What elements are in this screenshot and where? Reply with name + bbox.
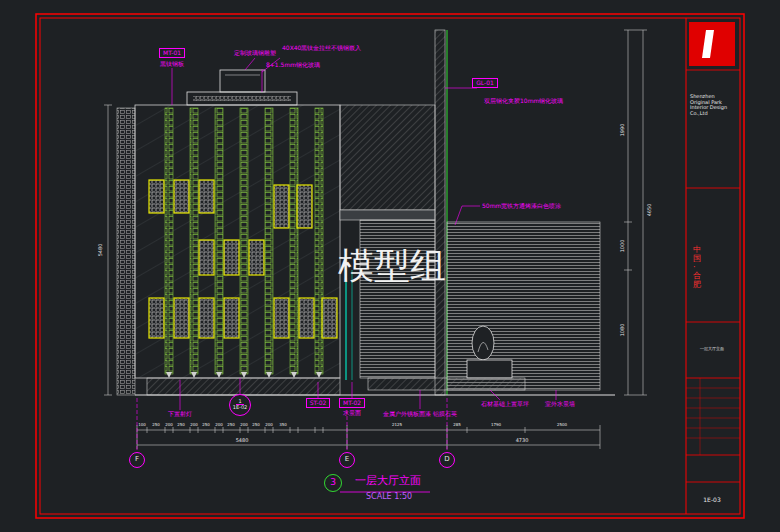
grid-bubble: E [339,452,355,468]
dimension: 250 [152,423,160,427]
dimension: 100 [138,423,146,427]
node-text: 3 [330,478,336,488]
scale-note: SCALE 1:50 [366,493,412,502]
material-tag: MT-01 [159,48,185,59]
material-note: 8+1.5mm钢化玻璃 [266,62,320,69]
dimension: 1080 [620,324,626,337]
dimension: 4730 [516,438,529,444]
material-note: 50mm宽铁方通烤漆白色喷涂 [482,203,561,210]
material-note: 下置射灯 [168,411,192,418]
dimension: 350 [279,423,287,427]
dimension: 200 [190,423,198,427]
sheet-number: 1E-03 [703,497,720,504]
node-text: D [444,456,449,464]
material-note: 石材基础上置草坪 [481,401,529,408]
material-note: 金属户外锈板面漆 铝膜石英 [383,411,457,418]
dimension: 250 [227,423,235,427]
project-location: 中国·合肥 [693,246,701,290]
material-note: 双层钢化夹胶10mm钢化玻璃 [484,98,563,105]
node-text: GL-01 [476,80,494,87]
sheet-title: 一层大厅立面 [700,347,724,351]
dimension: 1990 [620,124,626,137]
dimension: 250 [177,423,185,427]
dimension: 200 [215,423,223,427]
material-note: 40X40黑钛金拉丝不锈钢嵌入 [282,45,361,52]
dimension: 4650 [647,204,653,217]
dimension: 1790 [491,423,501,427]
dimension: 200 [265,423,273,427]
grid-bubble: D [439,452,455,468]
watermark: 模型组 [338,246,446,286]
dimension: 250 [252,423,260,427]
material-note: 水景面 [343,410,361,417]
dimension: 1000 [620,240,626,253]
dimension: 285 [453,423,461,427]
material-note: 室外水景墙 [545,401,575,408]
dimension: 5480 [98,244,104,257]
grid-bubble: F [129,452,145,468]
node-text: MT-01 [163,50,181,57]
dimension: 200 [165,423,173,427]
node-text: E [345,456,349,464]
view-number: 3 [324,474,342,492]
dimension: 5480 [236,438,249,444]
material-note: 定制玻璃钢雕塑 [234,50,276,57]
company-name: Shenzhen Original Park Interior Design C… [690,94,734,116]
node-text: F [135,456,139,464]
dimension: 250 [202,423,210,427]
material-tag: GL-01 [472,78,498,89]
node-text: ST-02 [310,400,327,407]
dimension: 2500 [557,423,567,427]
drawing-title: 一层大厅立面 [355,475,421,487]
section-callout: 11E-02 [229,394,252,417]
node-text: MT-02 [343,400,361,407]
node-subtext: 1E-02 [233,405,248,411]
dimension: 200 [240,423,248,427]
material-note: 黑钛钢板 [160,61,184,68]
material-tag: MT-02 [339,398,365,409]
material-tag: ST-02 [306,398,331,409]
dimension: 2125 [392,423,402,427]
